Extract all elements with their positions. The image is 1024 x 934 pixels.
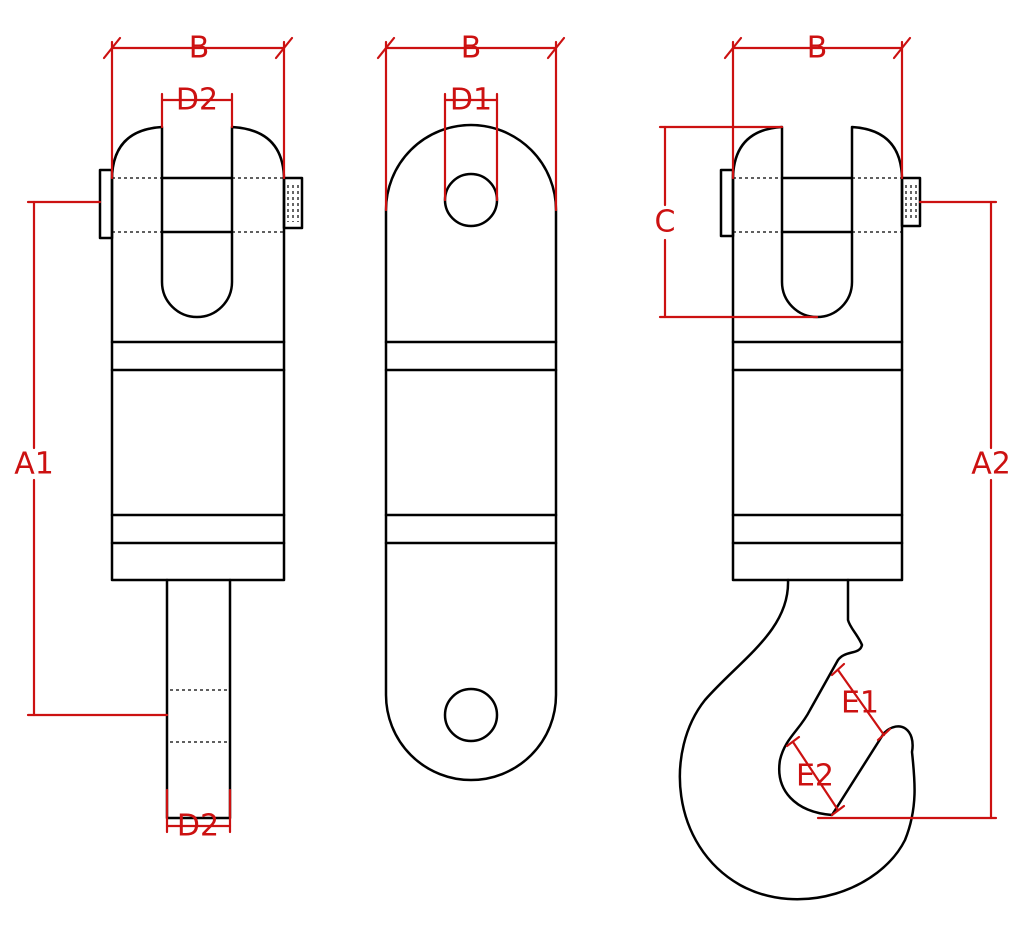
eye-end-body — [384, 123, 558, 782]
jaw-pin-head — [98, 168, 114, 240]
dim-label-d2-jaw: D2 — [176, 83, 218, 118]
hook — [678, 578, 916, 901]
dim-label-e1: E1 — [841, 686, 879, 721]
dim-label-d2-shank: D2 — [177, 809, 219, 844]
dim-label-e2: E2 — [796, 759, 834, 794]
dimension-c: C — [655, 125, 819, 319]
jaw-pin-nut — [282, 176, 304, 230]
dimension-a2: A2 — [816, 200, 1011, 820]
dimension-d2-jaw: D2 — [160, 83, 234, 129]
dim-label-b: B — [461, 31, 482, 66]
dim-label-a2: A2 — [971, 447, 1011, 482]
hook-pin-head — [719, 168, 735, 238]
upper-eye-hole — [443, 172, 499, 228]
lower-eye-hole — [443, 687, 499, 743]
dimension-b-view2: B — [376, 31, 566, 212]
jaw-end-shank — [165, 578, 232, 820]
dim-label-a1: A1 — [14, 447, 54, 482]
jaw-end-swivel-view: B D2 D2 A1 — [14, 31, 304, 844]
dimension-b-view1: B — [102, 31, 294, 180]
hook-swivel-body — [731, 125, 904, 582]
dimension-d1: D1 — [443, 83, 499, 202]
dimension-e2: E2 — [785, 735, 846, 817]
dim-label-b: B — [189, 31, 210, 66]
jaw-hook-swivel-view: B C A2 E1 E2 — [655, 31, 1011, 901]
dimension-d2-shank: D2 — [165, 788, 232, 844]
eye-end-swivel-view: B D1 — [376, 31, 566, 782]
dim-label-c: C — [655, 205, 676, 240]
dim-label-b: B — [807, 31, 828, 66]
dimension-e1: E1 — [830, 662, 892, 742]
dimension-a1: A1 — [14, 200, 169, 717]
jaw-end-body — [110, 125, 286, 582]
dim-label-d1: D1 — [450, 83, 492, 118]
dimension-b-view3: B — [723, 31, 912, 180]
hook-pin-nut — [900, 176, 922, 228]
